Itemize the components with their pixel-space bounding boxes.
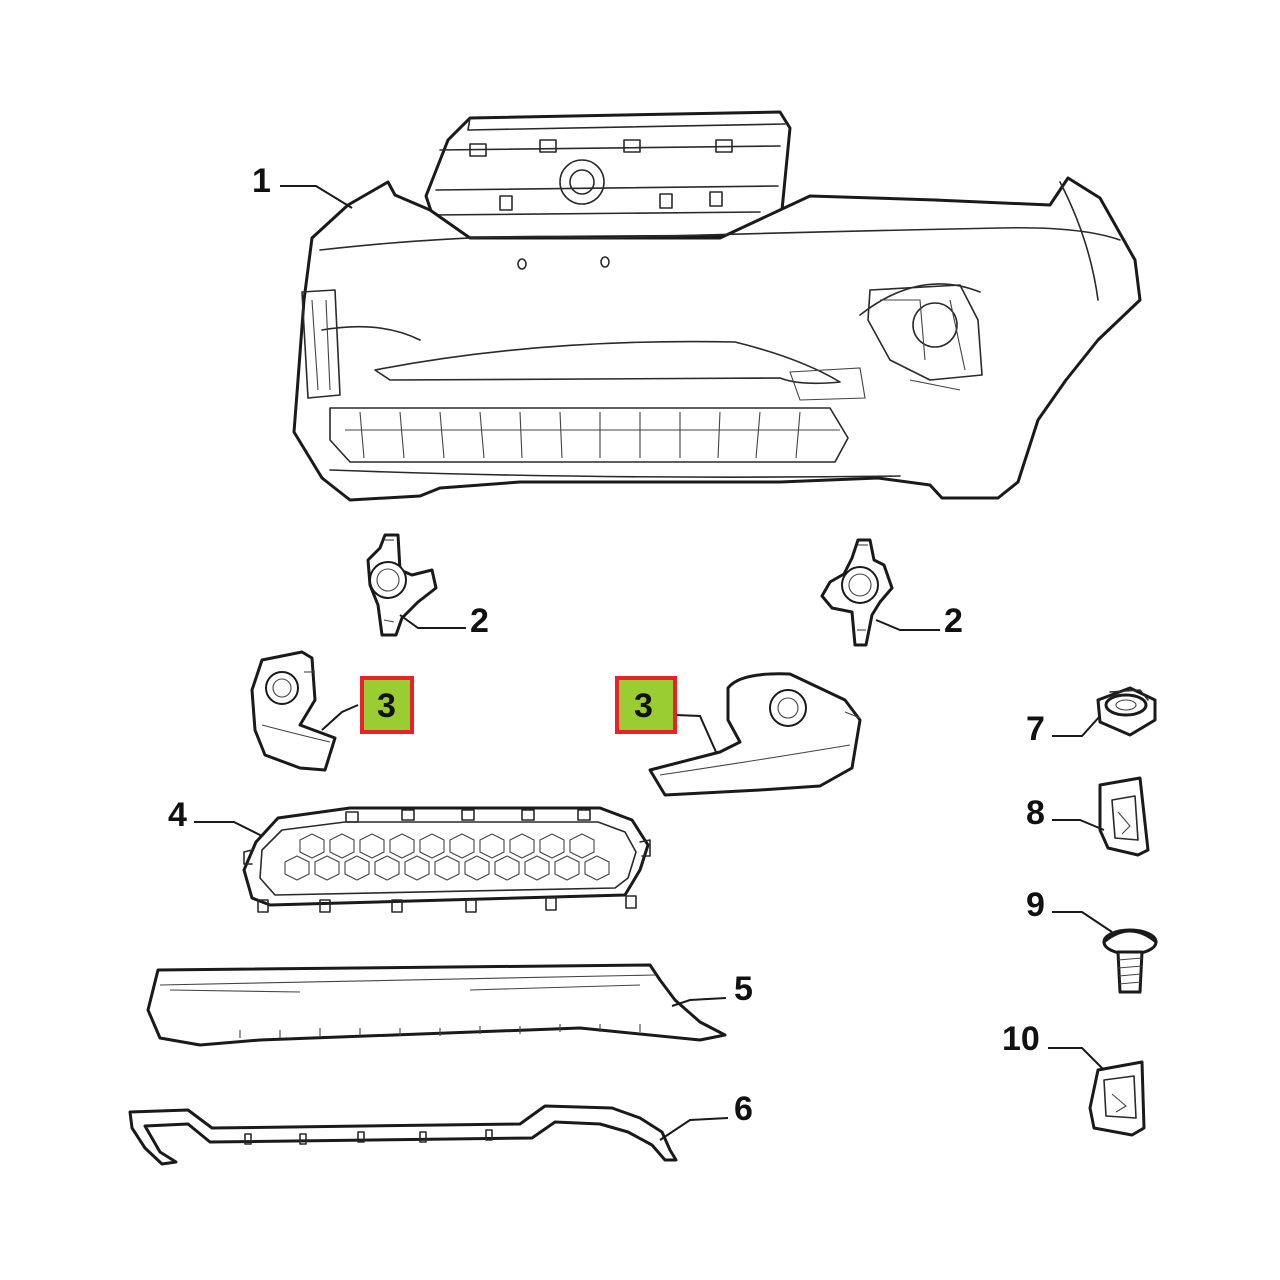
callout-8: 8 — [1026, 794, 1045, 832]
callout-6: 6 — [734, 1090, 753, 1128]
callout-1: 1 — [252, 162, 271, 200]
callout-5: 5 — [734, 970, 753, 1008]
callout-7: 7 — [1026, 710, 1045, 748]
callout-3-right-highlight — [615, 676, 677, 734]
callout-9: 9 — [1026, 886, 1045, 924]
part-3-fog-lamp-bezel-left[interactable] — [250, 650, 337, 772]
part-2-fog-lamp-bracket-left[interactable] — [366, 533, 438, 637]
part-4-lower-grille[interactable] — [242, 806, 651, 913]
leader-lines — [194, 185, 1113, 1141]
callout-3-right: 3 — [634, 687, 653, 725]
part-2-fog-lamp-bracket-right[interactable] — [820, 538, 894, 647]
callout-3-left-highlight — [360, 676, 414, 734]
part-5-lower-spoiler[interactable] — [146, 963, 727, 1047]
part-8-spring-clip[interactable] — [1098, 776, 1150, 857]
callout-2-right: 2 — [944, 602, 963, 640]
callout-4: 4 — [168, 796, 187, 834]
part-3-fog-lamp-bezel-right[interactable] — [648, 672, 862, 797]
part-1-front-bumper[interactable] — [292, 110, 1142, 502]
callout-3-left: 3 — [377, 687, 396, 725]
part-9-screw[interactable] — [1102, 928, 1158, 994]
part-7-flange-nut[interactable] — [1096, 686, 1157, 737]
callout-2-left: 2 — [470, 602, 489, 640]
part-10-clip[interactable] — [1088, 1060, 1146, 1137]
callout-10: 10 — [1002, 1020, 1040, 1058]
part-6-reinforcement-strip[interactable] — [128, 1104, 678, 1166]
